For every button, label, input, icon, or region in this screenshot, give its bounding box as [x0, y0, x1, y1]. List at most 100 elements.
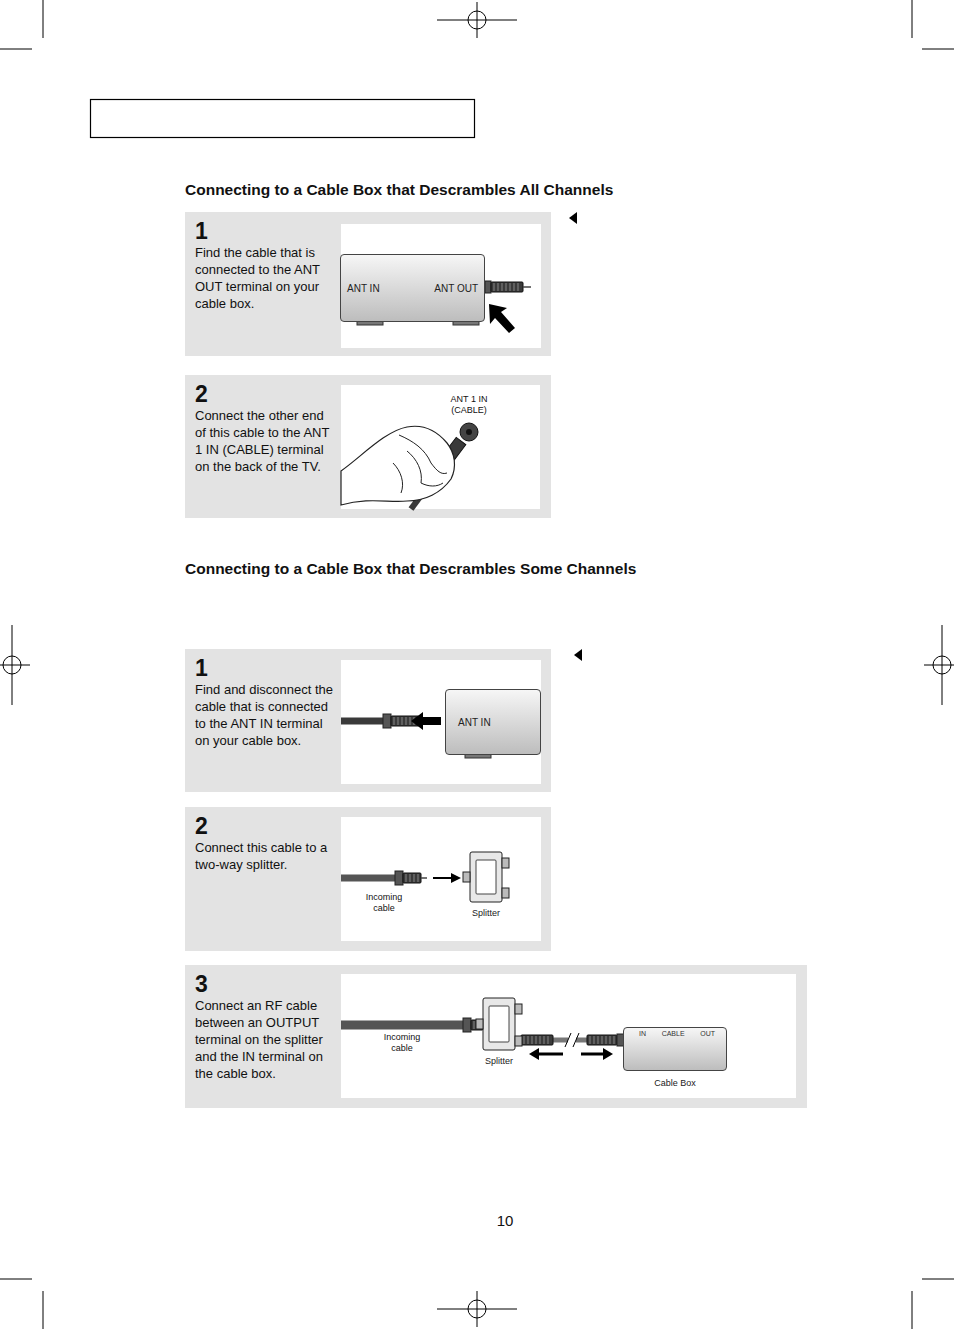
splitter-face	[476, 860, 496, 894]
connector-rib	[506, 283, 507, 291]
splitter: Splitter	[461, 850, 511, 924]
illustration-ground	[341, 660, 541, 784]
cable-box: ANT IN	[445, 689, 541, 755]
connector-rib	[548, 1036, 549, 1044]
connector-rib	[398, 717, 399, 725]
connector-rib	[544, 1036, 545, 1044]
splitter-shape	[461, 850, 511, 906]
connector-rib	[528, 1036, 529, 1044]
crop-mark	[0, 1279, 32, 1280]
terminal-label: ANT IN	[347, 283, 380, 294]
ant-terminal-hole	[466, 429, 472, 435]
connector-rib	[418, 874, 419, 882]
arrow-head	[529, 1048, 539, 1060]
step-number: 1	[195, 656, 337, 680]
header-box	[91, 100, 475, 138]
step-text: Connect this cable to a two-way splitter…	[195, 839, 337, 873]
registration-mark	[477, 1291, 478, 1327]
f-connector	[491, 282, 523, 292]
coax-cable	[341, 718, 385, 725]
connector-rib	[498, 283, 499, 291]
registration-mark	[924, 665, 954, 666]
step-number: 3	[195, 972, 337, 996]
crop-mark	[0, 49, 32, 50]
crop-mark	[912, 0, 913, 38]
connector-rib	[394, 717, 395, 725]
connector-rib	[474, 1021, 475, 1029]
arrow-shaft	[537, 1053, 563, 1056]
terminal-row: INCABLEOUT	[623, 1030, 727, 1037]
hand-drawing	[341, 426, 454, 505]
connector-rib	[606, 1036, 607, 1044]
step-number: 2	[195, 814, 337, 838]
crop-mark	[912, 1291, 913, 1329]
step-number: 1	[195, 219, 337, 243]
connector-rib	[410, 874, 411, 882]
crop-mark	[922, 1279, 954, 1280]
arrow-shaft	[581, 1053, 605, 1056]
splitter-label: Splitter	[461, 908, 511, 918]
section-heading: Connecting to a Cable Box that Descrambl…	[185, 560, 636, 578]
connector-rib	[598, 1036, 599, 1044]
cable-break	[568, 1033, 576, 1047]
illustration-ground	[341, 817, 541, 941]
connector-rib	[402, 717, 403, 725]
connector-rib	[610, 1036, 611, 1044]
splitter-port	[463, 872, 470, 882]
connector-rib	[410, 717, 411, 725]
splitter-face	[489, 1006, 509, 1042]
connector-rib	[406, 717, 407, 725]
step-panel: 3Connect an RF cable between an OUTPUT t…	[185, 965, 807, 1108]
finger-lines	[393, 435, 447, 493]
registration-mark	[477, 2, 478, 38]
splitter-port	[502, 858, 509, 868]
crop-mark	[922, 49, 954, 50]
f-connector	[403, 873, 421, 883]
section-heading: Connecting to a Cable Box that Descrambl…	[185, 181, 613, 199]
page-number: 10	[490, 1212, 520, 1229]
break-mark	[573, 1033, 579, 1047]
connector-rib	[518, 283, 519, 291]
connector-rib	[614, 1036, 615, 1044]
splitter-port	[476, 1019, 483, 1029]
terminal-label: OUT	[700, 1030, 715, 1037]
step-text: Connect an RF cable between an OUTPUT te…	[195, 997, 337, 1082]
step-number: 2	[195, 382, 337, 406]
step-text: Connect the other end of this cable to t…	[195, 407, 337, 475]
f-connector-nut	[463, 1018, 471, 1032]
break-mark	[565, 1033, 571, 1047]
connector-rib	[514, 283, 515, 291]
coax-cable	[341, 875, 397, 882]
splitter-port	[515, 1004, 522, 1014]
illustration-ground	[341, 224, 541, 348]
splitter-port	[515, 1036, 522, 1046]
connector-rib	[540, 1036, 541, 1044]
connector-pin	[421, 877, 427, 879]
registration-mark	[12, 625, 13, 705]
connector-rib	[414, 874, 415, 882]
registration-mark	[0, 665, 30, 666]
splitter-label: Splitter	[475, 1056, 523, 1066]
step-panel: 1Find and disconnect the cable that is c…	[185, 649, 551, 792]
terminal-label: IN	[639, 1030, 646, 1037]
note-marker	[574, 649, 582, 661]
connector-rib	[532, 1036, 533, 1044]
connector-rib	[510, 283, 511, 291]
connector-rib	[502, 283, 503, 291]
step-panel: 2Connect the other end of this cable to …	[185, 375, 551, 518]
connector-rib	[536, 1036, 537, 1044]
device-caption: Cable Box	[623, 1078, 727, 1088]
arrow-head	[451, 873, 461, 883]
terminal-label: ANT 1 IN (CABLE)	[442, 394, 496, 416]
connector-rib	[594, 1036, 595, 1044]
f-connector	[521, 1035, 553, 1045]
connector-rib	[524, 1036, 525, 1044]
terminal-nut	[485, 281, 491, 293]
splitter-port	[502, 888, 509, 898]
cable-box: INCABLEOUT Cable Box	[623, 1027, 727, 1097]
arrow-shaft	[433, 877, 453, 879]
terminal-label: ANT IN	[458, 717, 491, 728]
pointer-arrow	[489, 304, 515, 333]
